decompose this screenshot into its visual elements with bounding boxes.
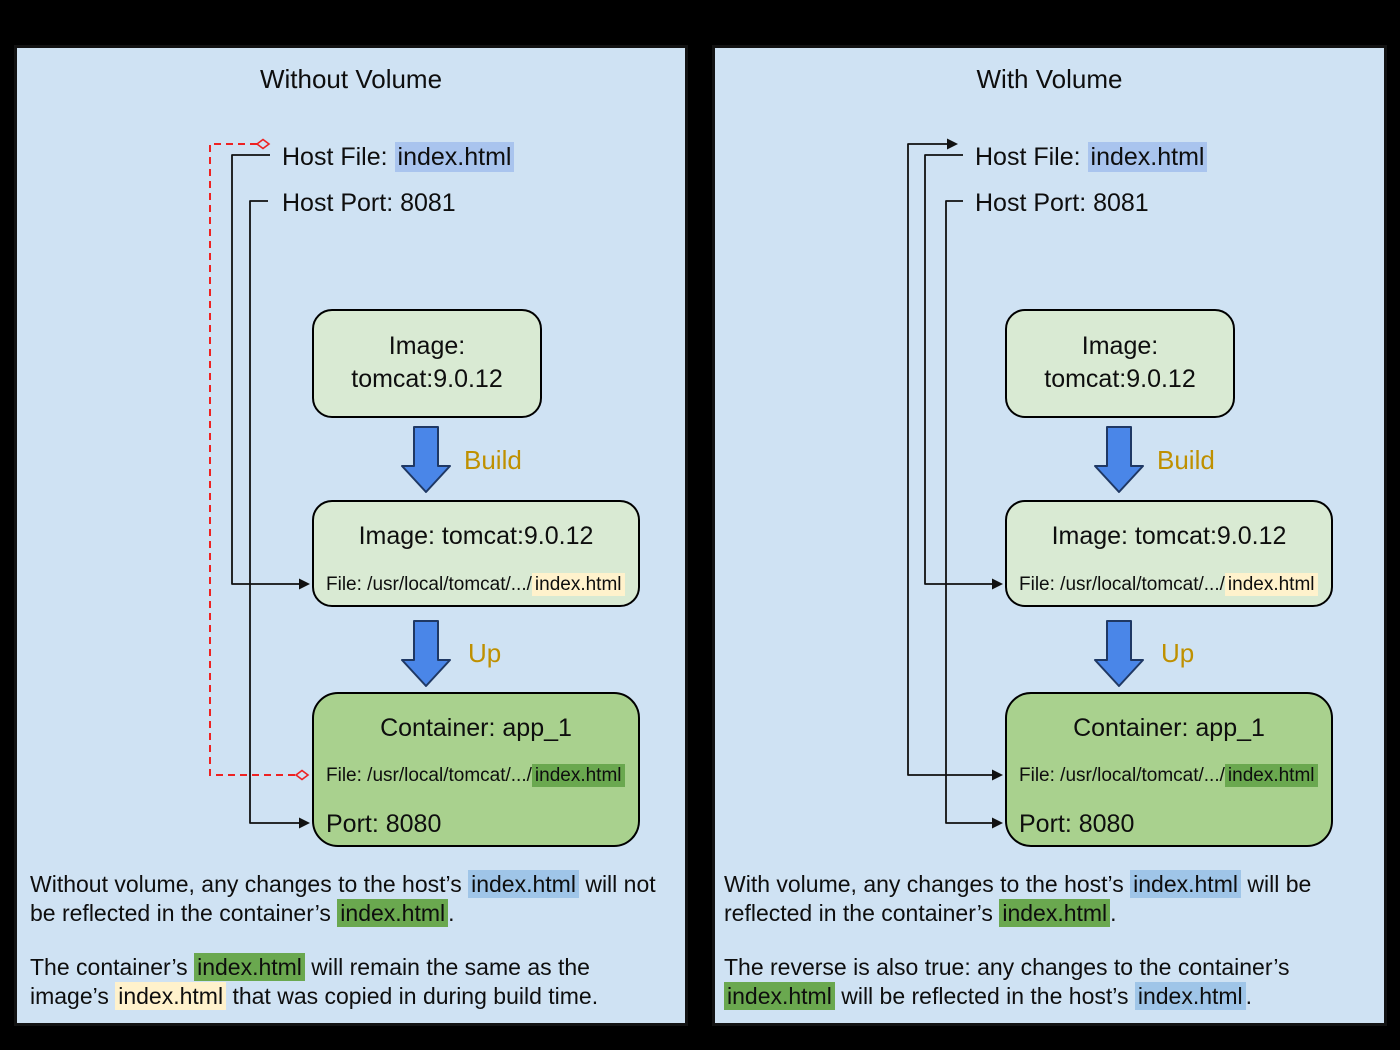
built-image-box-title: Image: tomcat:9.0.12 <box>1051 522 1287 550</box>
base-image-title-line1: Image: <box>1081 332 1159 360</box>
container-port-line: Port: 8080 <box>326 810 442 838</box>
built-image-box-title: Image: tomcat:9.0.12 <box>358 522 594 550</box>
container-port-line: Port: 8080 <box>1019 810 1135 838</box>
container-box-title: Container: app_1 <box>380 714 572 742</box>
build-label: Build <box>1157 445 1215 475</box>
host-file-value: index.html <box>1087 142 1208 172</box>
file-path-prefix: File: /usr/local/tomcat/.../ <box>1019 765 1225 786</box>
build-label: Build <box>464 445 522 475</box>
host-file-line: Host File: index.html <box>975 142 1208 172</box>
note-build-copy: The container’s index.html will remain t… <box>30 953 598 1010</box>
panel-title-without-volume: Without Volume <box>259 64 443 94</box>
host-port-line: Host Port: 8081 <box>975 189 1149 217</box>
note-line: The container’s index.html will remain t… <box>30 953 590 981</box>
panel-title-with-volume: With Volume <box>976 64 1123 94</box>
built-image-file-line: File: /usr/local/tomcat/.../index.html <box>326 573 625 597</box>
base-image-box-text: Image: tomcat:9.0.12 <box>312 330 542 396</box>
up-label: Up <box>1161 638 1195 668</box>
base-image-box-text: Image: tomcat:9.0.12 <box>1005 330 1235 396</box>
file-path-prefix: File: /usr/local/tomcat/.../ <box>326 765 532 786</box>
host-port-line: Host Port: 8081 <box>282 189 456 217</box>
host-file-line: Host File: index.html <box>282 142 515 172</box>
base-image-title-line1: Image: <box>388 332 466 360</box>
base-image-title-line2: tomcat:9.0.12 <box>1044 365 1196 393</box>
note-sync: With volume, any changes to the host’s i… <box>724 870 1311 927</box>
up-label: Up <box>468 638 502 668</box>
host-file-label: Host File: <box>975 143 1088 171</box>
file-path-prefix: File: /usr/local/tomcat/.../ <box>1019 574 1225 595</box>
base-image-box <box>312 309 542 418</box>
note-reverse-sync: The reverse is also true: any changes to… <box>724 953 1290 1010</box>
container-file-line: File: /usr/local/tomcat/.../index.html <box>1019 764 1318 788</box>
note-line: Without volume, any changes to the host’… <box>30 870 656 898</box>
container-box-title: Container: app_1 <box>1073 714 1265 742</box>
note-line: image’s index.html that was copied in du… <box>30 981 599 1010</box>
note-no-sync: Without volume, any changes to the host’… <box>30 870 656 927</box>
host-file-label: Host File: <box>282 143 395 171</box>
container-file-line: File: /usr/local/tomcat/.../index.html <box>326 764 625 788</box>
built-image-file-line: File: /usr/local/tomcat/.../index.html <box>1019 573 1318 597</box>
container-index-html: index.html <box>1224 764 1318 787</box>
note-line: The reverse is also true: any changes to… <box>724 954 1290 980</box>
image-index-html: index.html <box>1224 573 1318 596</box>
base-image-title-line2: tomcat:9.0.12 <box>351 365 503 393</box>
note-line: With volume, any changes to the host’s i… <box>724 870 1312 898</box>
container-index-html: index.html <box>531 764 625 787</box>
note-line: reflected in the container’s index.html. <box>724 898 1117 927</box>
note-line: index.html will be reflected in the host… <box>724 981 1290 1011</box>
base-image-box <box>1005 309 1235 418</box>
host-file-value: index.html <box>394 142 515 172</box>
note-line: be reflected in the container’s index.ht… <box>30 898 455 927</box>
file-path-prefix: File: /usr/local/tomcat/.../ <box>326 574 532 595</box>
image-index-html: index.html <box>531 573 625 596</box>
